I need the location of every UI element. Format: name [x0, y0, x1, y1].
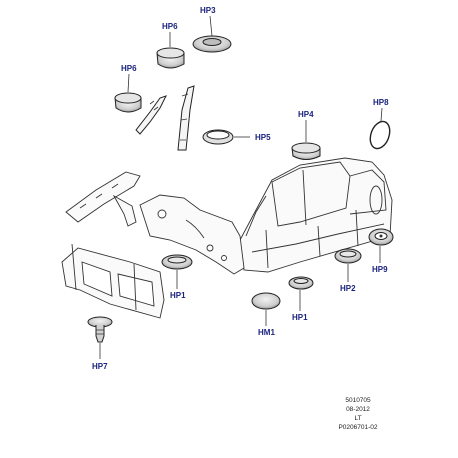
callout-hp6-left: HP6 [121, 64, 137, 73]
clip-hp7 [87, 316, 113, 359]
reference-date: 08-2012 [346, 406, 370, 413]
plug-hp9 [368, 228, 394, 263]
dash-panel [139, 194, 245, 275]
reference-figure-number: P0206701-02 [338, 424, 378, 431]
callout-hp4: HP4 [298, 110, 314, 119]
plug-hp1-right [288, 276, 314, 311]
front-end-carrier [61, 243, 165, 319]
reference-code: 5010705 [345, 397, 371, 404]
plug-hp5 [202, 129, 250, 145]
callout-hp2: HP2 [340, 284, 356, 293]
plug-hp8 [369, 107, 391, 150]
callout-hp1-left: HP1 [170, 291, 186, 300]
pillar-trim-right [177, 85, 195, 151]
body-side-panel [239, 157, 393, 273]
plug-hp6-top [156, 32, 185, 69]
plug-hp4 [291, 120, 321, 160]
callout-hp1-right: HP1 [292, 313, 308, 322]
pillar-trim-left [135, 95, 167, 135]
callout-hp7: HP7 [92, 362, 108, 371]
callout-hp9: HP9 [372, 265, 388, 274]
cowl-crossmember [65, 171, 141, 227]
callout-hp3: HP3 [200, 6, 216, 15]
plug-hp1-left [161, 254, 193, 289]
plug-hm1 [251, 292, 281, 326]
callout-hp6-top: HP6 [162, 22, 178, 31]
callout-hm1: HM1 [258, 328, 275, 337]
callout-hp8: HP8 [373, 98, 389, 107]
plug-hp3 [192, 15, 232, 53]
plug-hp2 [334, 248, 362, 282]
plug-hp6-left [114, 73, 142, 113]
callout-hp5: HP5 [255, 133, 271, 142]
reference-language: LT [354, 415, 362, 422]
